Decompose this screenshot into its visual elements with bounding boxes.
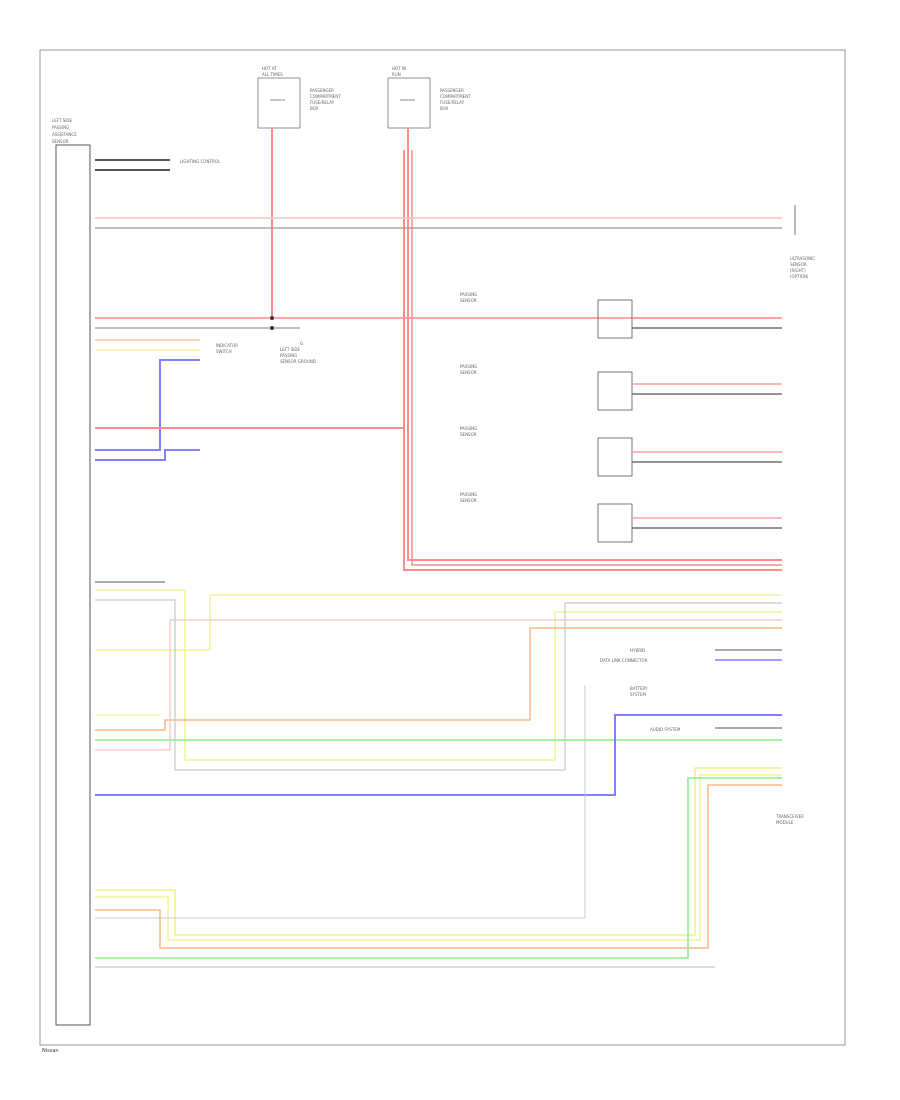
svg-text:COMPARTMENT: COMPARTMENT (310, 94, 341, 99)
left-unit-box (55, 144, 91, 1026)
svg-text:ALL TIMES: ALL TIMES (262, 72, 283, 77)
svg-text:SYSTEM: SYSTEM (630, 692, 646, 697)
passing-sensor-1: PASSING SENSOR (460, 292, 782, 339)
svg-text:PASSENGER: PASSENGER (440, 88, 464, 93)
svg-text:LEFT SIDE: LEFT SIDE (52, 118, 73, 123)
svg-text:Nissan: Nissan (42, 1048, 59, 1054)
wire-gray-lower (95, 599, 782, 771)
svg-text:AUDIO SYSTEM: AUDIO SYSTEM (650, 727, 681, 732)
svg-text:PASSING: PASSING (460, 364, 477, 369)
svg-text:LIGHTING CONTROL: LIGHTING CONTROL (180, 159, 221, 164)
svg-text:RUN: RUN (392, 72, 401, 77)
svg-text:HOT AT: HOT AT (262, 66, 277, 71)
wire-yellow-bottom2 (95, 774, 782, 941)
ground-label: G LEFT SIDE PASSING SENSOR GROUND (280, 341, 316, 364)
sensor-right-label: ULTRASONIC SENSOR (RIGHT) (OPTION) (790, 256, 815, 279)
wire-green-bottom (95, 777, 782, 959)
wire-yellow-upper (95, 589, 782, 761)
svg-text:SENSOR: SENSOR (790, 262, 807, 267)
svg-text:FUSE/RELAY: FUSE/RELAY (440, 100, 465, 105)
wire-red-fuse2c (411, 150, 782, 566)
svg-text:INDICATOR: INDICATOR (216, 343, 238, 348)
svg-text:SENSOR: SENSOR (460, 498, 477, 503)
svg-text:ASSISTANCE: ASSISTANCE (52, 132, 77, 137)
svg-text:COMPARTMENT: COMPARTMENT (440, 94, 471, 99)
passing-sensor-4: PASSING SENSOR (460, 492, 782, 543)
svg-text:PASSING: PASSING (52, 125, 69, 130)
wire-blue-a (95, 359, 200, 451)
wire-orange-a (95, 627, 782, 731)
passing-sensor-2: PASSING SENSOR (460, 364, 782, 411)
svg-text:MODULE: MODULE (776, 820, 794, 825)
svg-text:LEFT SIDE: LEFT SIDE (280, 347, 301, 352)
svg-text:PASSING: PASSING (460, 292, 477, 297)
systems-labels: HYBRID DATA LINK CONNECTOR BATTERY SYSTE… (600, 648, 804, 825)
wire-yellow-c (95, 594, 782, 651)
svg-text:DATA LINK CONNECTOR: DATA LINK CONNECTOR (600, 658, 648, 663)
svg-text:SWITCH: SWITCH (216, 349, 232, 354)
svg-text:TRANSCEIVER: TRANSCEIVER (775, 814, 804, 819)
svg-text:SENSOR GROUND: SENSOR GROUND (280, 359, 316, 364)
svg-text:BOX: BOX (440, 106, 449, 111)
wire-orange-bottom (95, 784, 782, 949)
svg-text:BATTERY: BATTERY (630, 686, 648, 691)
svg-text:(OPTION): (OPTION) (790, 274, 809, 279)
wire-pink-lower (95, 619, 782, 751)
wire-red-fuse2b (403, 150, 782, 571)
svg-text:SENSOR: SENSOR (52, 139, 69, 144)
svg-text:FUSE/RELAY: FUSE/RELAY (310, 100, 335, 105)
svg-text:SENSOR: SENSOR (460, 370, 477, 375)
svg-text:PASSING: PASSING (460, 492, 477, 497)
svg-text:HYBRID: HYBRID (630, 648, 645, 653)
svg-text:(RIGHT): (RIGHT) (790, 268, 806, 273)
svg-text:BOX: BOX (310, 106, 319, 111)
svg-text:HOT IN: HOT IN (392, 66, 406, 71)
svg-text:G: G (300, 341, 303, 346)
diagram-frame (39, 49, 846, 1046)
wire-blue-b (95, 449, 200, 461)
svg-text:PASSENGER: PASSENGER (310, 88, 334, 93)
wire-red-fuse2 (407, 128, 782, 561)
left-unit-label: LEFT SIDE PASSING ASSISTANCE SENSOR (52, 118, 77, 144)
wire-blue-lower (95, 714, 782, 796)
passing-sensor-3: PASSING SENSOR (460, 426, 782, 477)
svg-text:SENSOR: SENSOR (460, 432, 477, 437)
svg-text:ULTRASONIC: ULTRASONIC (790, 256, 815, 261)
indicator-label: INDICATOR SWITCH (216, 343, 238, 354)
fuse-box-1: HOT AT ALL TIMES PASSENGER COMPARTMENT F… (257, 66, 341, 129)
svg-text:SENSOR: SENSOR (460, 298, 477, 303)
svg-text:PASSING: PASSING (460, 426, 477, 431)
wire-yellow-bottom (95, 767, 782, 936)
svg-text:PASSING: PASSING (280, 353, 297, 358)
fuse-box-2: HOT IN RUN PASSENGER COMPARTMENT FUSE/RE… (387, 66, 471, 129)
